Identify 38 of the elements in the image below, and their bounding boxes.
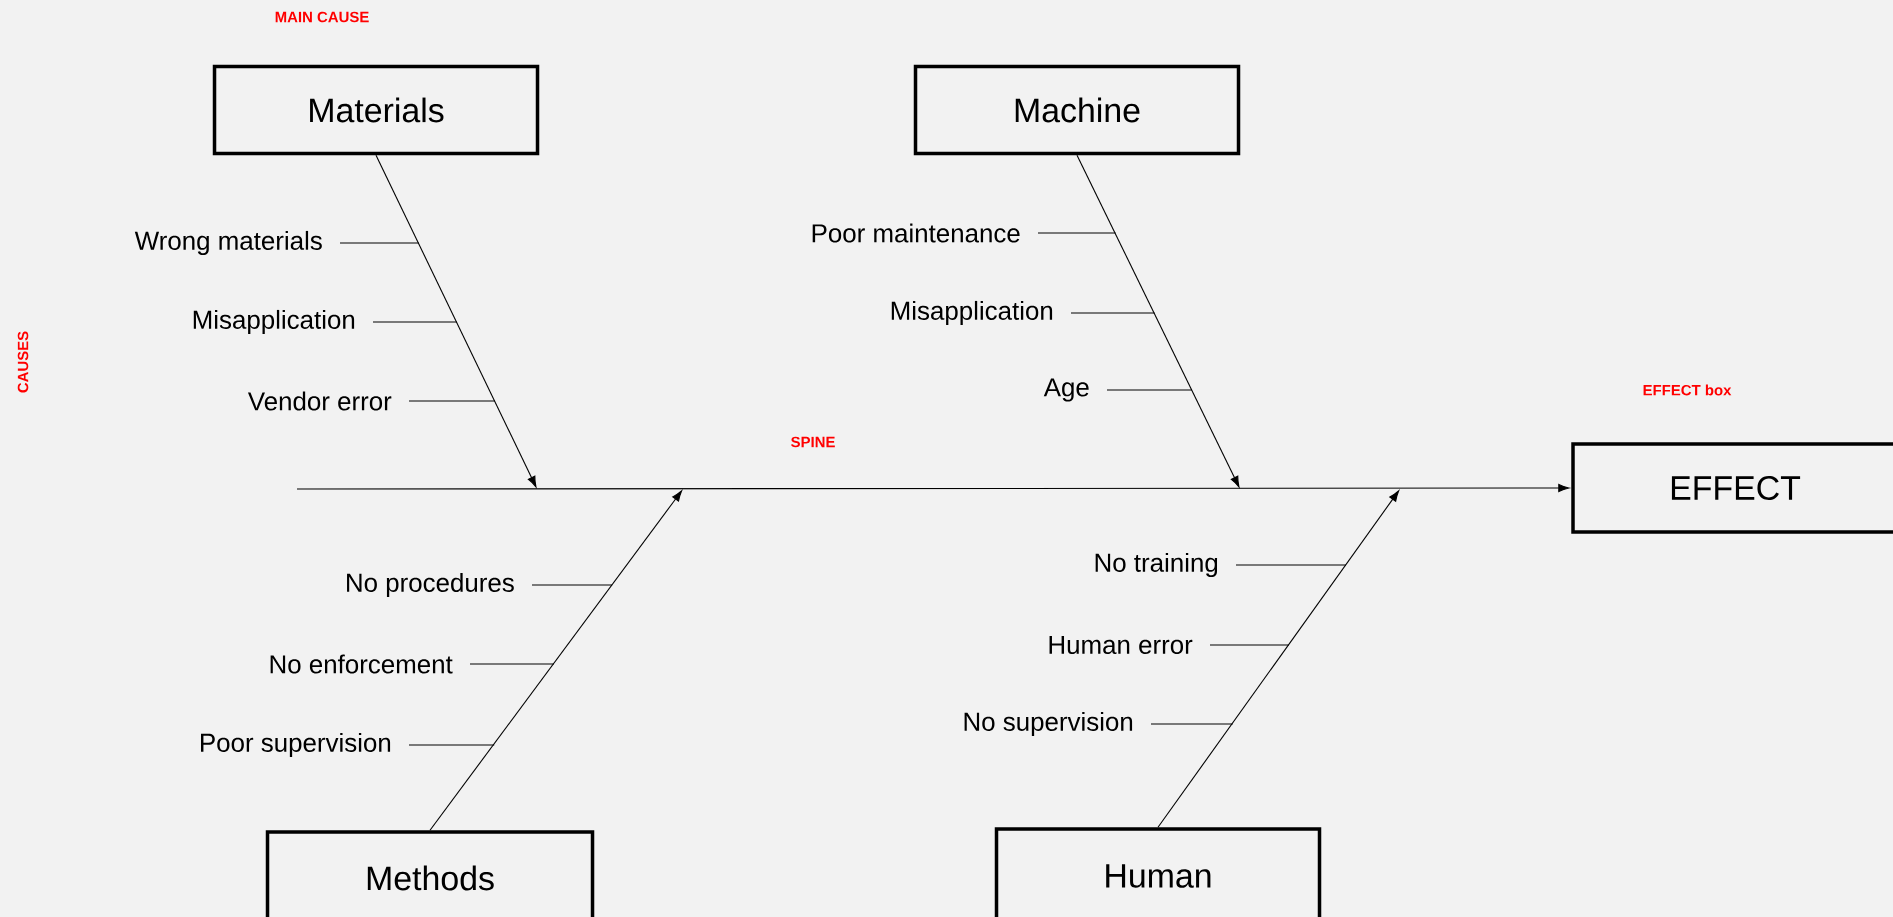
branch-line <box>531 584 613 586</box>
branch-line <box>1037 232 1117 234</box>
cause-label: No procedures <box>347 572 514 598</box>
annotation-label: EFFECT box <box>1643 384 1732 396</box>
category-box: Materials <box>212 64 540 156</box>
spine-arrow <box>296 483 1570 493</box>
cause-label: Poor supervision <box>201 732 391 758</box>
branch-line <box>1150 723 1234 725</box>
branch-line <box>408 400 496 402</box>
cause-label: Misapplication <box>193 309 355 335</box>
cause-label: Human error <box>1049 635 1193 655</box>
branch-line <box>469 663 555 665</box>
annotation-label: SPINE <box>791 436 835 448</box>
cause-label: Wrong materials <box>134 230 322 256</box>
cause-label: No training <box>1095 552 1218 578</box>
annotation-label: MAIN CAUSE <box>275 11 369 23</box>
branch-line <box>1070 312 1156 314</box>
cause-label: Misapplication <box>891 300 1053 326</box>
annotation-label: CAUSES <box>17 331 29 393</box>
cause-label: Age <box>1043 378 1089 402</box>
category-box: Methods <box>265 830 595 917</box>
branch-line <box>1235 564 1347 566</box>
cause-label: Vendor error <box>247 391 392 411</box>
bone-arrow <box>1076 154 1240 488</box>
cause-label: No supervision <box>964 711 1133 737</box>
effect-box: EFFECT <box>1571 442 1893 534</box>
bone-arrow <box>1157 490 1400 828</box>
branch-line <box>408 744 495 746</box>
cause-label: No enforcement <box>270 654 453 674</box>
branch-line <box>372 321 458 323</box>
branch-line <box>1106 389 1193 391</box>
category-box: Human <box>994 827 1322 917</box>
cause-label: Poor maintenance <box>812 223 1020 243</box>
bone-arrow <box>429 490 683 831</box>
category-box: Machine <box>913 64 1241 156</box>
branch-line <box>1209 644 1290 646</box>
branch-line <box>339 242 420 244</box>
bone-arrow <box>375 154 537 488</box>
